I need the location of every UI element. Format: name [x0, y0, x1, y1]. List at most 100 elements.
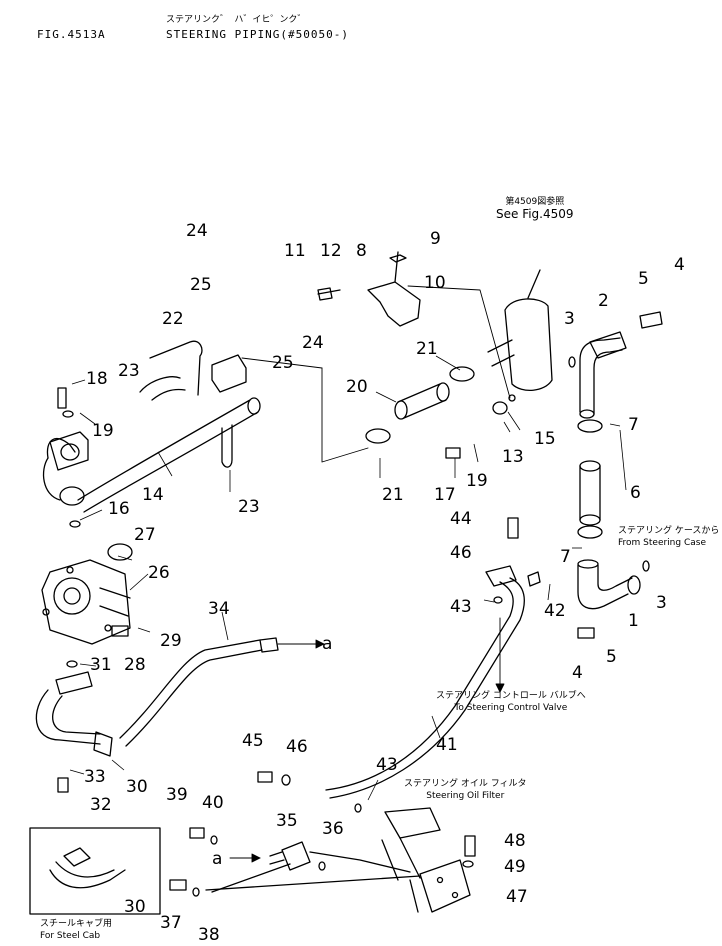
oil-filter-note: ステアリング オイル フィルタ Steering Oil Filter [404, 778, 527, 802]
tube-30 [35, 671, 113, 757]
callout-44: 44 [450, 509, 472, 529]
oil-filter-jp: ステアリング オイル フィルタ [404, 779, 527, 789]
callout-21: 21 [382, 485, 404, 505]
callout-23: 23 [118, 361, 140, 381]
callout-18: 18 [86, 369, 108, 389]
callout-a: a [322, 634, 332, 654]
hose-20 [365, 366, 475, 444]
callout-36: 36 [322, 819, 344, 839]
callout-46: 46 [450, 543, 472, 563]
elbow-tube-2 [579, 331, 627, 419]
callout-9: 9 [430, 229, 441, 249]
bracket-8 [317, 251, 421, 327]
callout-35: 35 [276, 811, 298, 831]
callout-23: 23 [238, 497, 260, 517]
callout-2: 2 [598, 291, 609, 311]
elbow-tube-1 [577, 559, 641, 610]
callout-48: 48 [504, 831, 526, 851]
callout-30: 30 [126, 777, 148, 797]
callout-31: 31 [90, 655, 112, 675]
callout-25: 25 [190, 275, 212, 295]
callout-10: 10 [424, 273, 446, 293]
callout-16: 16 [108, 499, 130, 519]
callout-13: 13 [502, 447, 524, 467]
callout-38: 38 [198, 925, 220, 945]
to-control-valve-note: ステアリング コントロール バルブへ To Steering Control V… [436, 690, 586, 714]
callout-34: 34 [208, 599, 230, 619]
callout-37: 37 [160, 913, 182, 933]
callout-43: 43 [376, 755, 398, 775]
callout-5: 5 [606, 647, 617, 667]
page-title: STEERING PIPING(#50050-) [166, 28, 349, 41]
callout-14: 14 [142, 485, 164, 505]
bolts [57, 287, 663, 891]
callout-24: 24 [186, 221, 208, 241]
pump-26 [41, 543, 133, 645]
callout-5: 5 [638, 269, 649, 289]
callout-33: 33 [84, 767, 106, 787]
see-fig-note: 第4509図参照 See Fig.4509 [496, 196, 574, 220]
oil-filter-en: Steering Oil Filter [426, 791, 505, 801]
callout-1: 1 [628, 611, 639, 631]
see-fig-jp: 第4509図参照 [505, 197, 565, 207]
callout-27: 27 [134, 525, 156, 545]
block-35 [205, 841, 421, 893]
callout-28: 28 [124, 655, 146, 675]
tube-14 [42, 397, 261, 513]
hose-6 [577, 419, 603, 539]
from-case-jp: ステアリング ケースから [618, 526, 720, 536]
callout-numbers: 1 2 3 3 4 4 5 5 6 7 7 8 9 10 11 12 13 14… [84, 221, 685, 945]
callout-47: 47 [506, 887, 528, 907]
callout-45: 45 [242, 731, 264, 751]
callout-40: 40 [202, 793, 224, 813]
callout-49: 49 [504, 857, 526, 877]
see-fig-en: See Fig.4509 [496, 207, 574, 221]
oil-filter-bracket-47 [381, 807, 471, 913]
to-valve-en: To Steering Control Valve [454, 703, 568, 713]
steel-cab-en: For Steel Cab [40, 931, 101, 941]
o-rings [62, 356, 650, 897]
callout-46: 46 [286, 737, 308, 757]
tube-41 [325, 565, 525, 799]
callout-7: 7 [560, 547, 571, 567]
callout-15: 15 [534, 429, 556, 449]
callout-17: 17 [434, 485, 456, 505]
hose-34 [119, 637, 279, 747]
title-kana: ステアリンク゛ ハ゛イヒ゜ンク゛ [166, 15, 307, 25]
callout-32: 32 [90, 795, 112, 815]
from-case-en: From Steering Case [618, 538, 706, 548]
callout-7: 7 [628, 415, 639, 435]
callout-39: 39 [166, 785, 188, 805]
callout-43: 43 [450, 597, 472, 617]
callout-24: 24 [302, 333, 324, 353]
callout-8: 8 [356, 241, 367, 261]
steel-cab-inset [29, 827, 161, 915]
callout-6: 6 [630, 483, 641, 503]
callout-20: 20 [346, 377, 368, 397]
callout-22: 22 [162, 309, 184, 329]
filter-housing [487, 269, 553, 415]
callout-leaders [69, 355, 627, 801]
arrow-lines [229, 617, 505, 863]
callout-41: 41 [436, 735, 458, 755]
callout-30: 30 [124, 897, 146, 917]
callout-19: 19 [92, 421, 114, 441]
from-steering-case-note: ステアリング ケースから From Steering Case [618, 525, 719, 549]
callout-3: 3 [564, 309, 575, 329]
to-valve-jp: ステアリング コントロール バルブへ [436, 691, 586, 701]
callout-4: 4 [572, 663, 583, 683]
callout-12: 12 [320, 241, 342, 261]
callout-19: 19 [466, 471, 488, 491]
callout-3: 3 [656, 593, 667, 613]
steel-cab-jp: スチールキャブ用 [40, 919, 113, 929]
leader-lines [241, 285, 511, 463]
callout-21: 21 [416, 339, 438, 359]
callout-29: 29 [160, 631, 182, 651]
callout-11: 11 [284, 241, 306, 261]
steel-cab-caption: スチールキャブ用 For Steel Cab [40, 918, 112, 942]
callout-a: a [212, 849, 222, 869]
callout-26: 26 [148, 563, 170, 583]
clamp-22-23 [139, 340, 247, 468]
fig-number: FIG.4513A [37, 28, 106, 41]
